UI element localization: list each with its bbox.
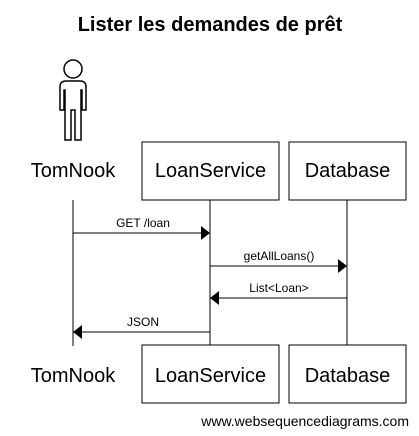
message-label: getAllLoans() (244, 249, 315, 263)
arrow-head-icon (210, 291, 219, 305)
database-top-label: Database (305, 160, 391, 182)
message-json: JSON (73, 315, 210, 339)
arrow-head-icon (73, 325, 82, 339)
database-top-box: Database (288, 141, 407, 201)
actor-bottom-label: TomNook (31, 365, 116, 387)
actor-figure-icon (59, 59, 87, 141)
loanservice-bottom-box: LoanService (141, 344, 280, 404)
message-label: GET /loan (116, 216, 170, 230)
message-get-loan: GET /loan (73, 216, 210, 240)
arrow-head-icon (201, 226, 210, 240)
actor-top-label: TomNook (31, 160, 116, 182)
message-list-loan: List<Loan> (210, 281, 347, 305)
watermark-text: www.websequencediagrams.com (200, 413, 409, 429)
database-bottom-label: Database (305, 365, 391, 387)
loanservice-top-box: LoanService (141, 141, 280, 201)
arrow-head-icon (338, 259, 347, 273)
diagram-title: Lister les demandes de prêt (78, 14, 343, 36)
message-label: JSON (127, 315, 159, 329)
message-label: List<Loan> (249, 281, 308, 295)
loanservice-bottom-label: LoanService (155, 365, 266, 387)
message-get-all-loans: getAllLoans() (210, 249, 347, 273)
database-bottom-box: Database (288, 344, 407, 404)
loanservice-top-label: LoanService (155, 160, 266, 182)
